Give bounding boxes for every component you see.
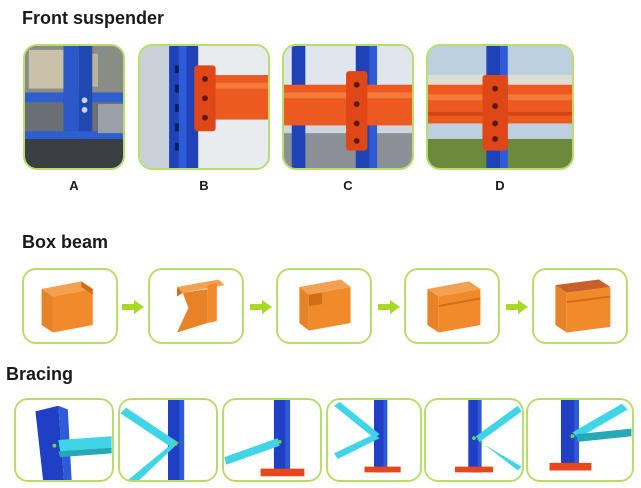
green-arrow-icon — [378, 300, 400, 314]
photo-label-d: D — [495, 178, 505, 193]
bracing-view-5 — [424, 398, 524, 482]
suspender-photo-c — [282, 44, 414, 170]
photo-label-a: A — [69, 178, 79, 193]
box-beam-step-5 — [532, 268, 628, 344]
green-arrow-icon — [122, 300, 144, 314]
suspender-photo-a — [23, 44, 125, 170]
box-beam-step-1 — [22, 268, 118, 344]
suspender-photo-b — [138, 44, 270, 170]
photo-label-c: C — [343, 178, 353, 193]
box-beam-step-3 — [276, 268, 372, 344]
green-arrow-icon — [506, 300, 528, 314]
bracing-view-2 — [118, 398, 218, 482]
box-beam-step-4 — [404, 268, 500, 344]
photo-label-b: B — [199, 178, 209, 193]
front-suspender-title: Front suspender — [22, 8, 165, 28]
suspender-photo-d — [426, 44, 574, 170]
bracing-view-6 — [526, 398, 634, 482]
green-arrow-icon — [250, 300, 272, 314]
bracing-view-4 — [326, 398, 422, 482]
box-beam-title: Box beam — [22, 232, 109, 252]
bracing-title: Bracing — [6, 364, 74, 384]
bracing-view-1 — [14, 398, 114, 482]
bracing-view-3 — [222, 398, 322, 482]
box-beam-step-2 — [148, 268, 244, 344]
